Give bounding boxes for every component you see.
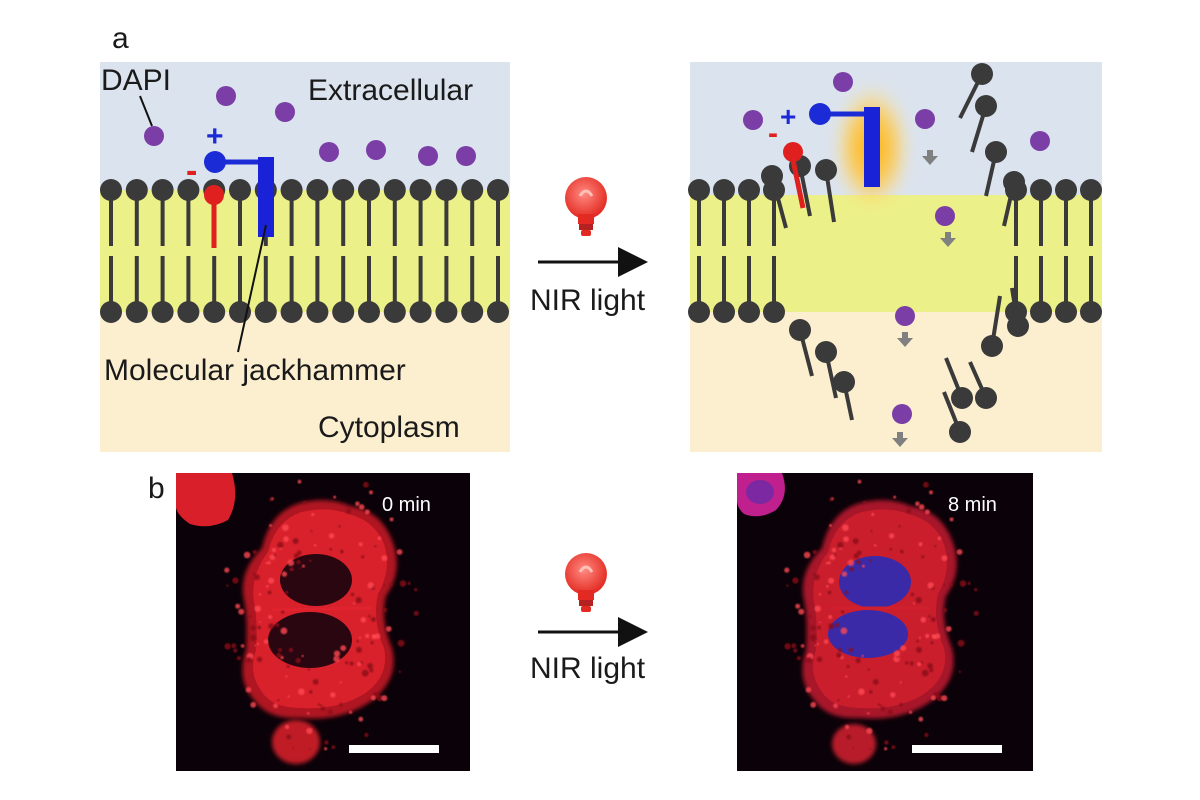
dapi-molecule: [895, 306, 915, 326]
dapi-molecule: [366, 140, 386, 160]
lipid-head: [1055, 179, 1077, 201]
nir-arrow-b: NIR light: [530, 553, 646, 685]
nir-label-b: NIR light: [530, 652, 646, 685]
panel-a-label: a: [112, 22, 129, 55]
lipid-head: [975, 387, 997, 409]
lipid-head: [815, 159, 837, 181]
lipid-head: [203, 301, 225, 323]
extracellular-label: Extracellular: [308, 74, 473, 107]
lipid-head: [358, 179, 380, 201]
lipid-head: [332, 179, 354, 201]
micrograph-before: 0 min: [176, 473, 470, 771]
dapi-molecule: [935, 206, 955, 226]
lipid-head: [255, 301, 277, 323]
dapi-molecule: [743, 110, 763, 130]
dapi-molecule: [1030, 131, 1050, 151]
dapi-molecule: [216, 86, 236, 106]
time-before: 0 min: [382, 494, 431, 516]
lipid-head: [410, 301, 432, 323]
lipid-head: [306, 179, 328, 201]
lipid-head: [126, 179, 148, 201]
dapi-molecule: [892, 404, 912, 424]
lipid-head: [688, 301, 710, 323]
lipid-head: [713, 301, 735, 323]
lipid-head: [761, 165, 783, 187]
jackhammer-label: Molecular jackhammer: [104, 354, 406, 387]
lipid-head: [949, 421, 971, 443]
plus-sign-after: +: [780, 101, 796, 132]
dapi-molecule: [833, 72, 853, 92]
lipid-head: [435, 179, 457, 201]
lipid-head: [384, 179, 406, 201]
lipid-head: [487, 301, 509, 323]
dapi-label: DAPI: [101, 64, 171, 97]
nir-arrow-a: NIR light: [530, 177, 646, 317]
lipid-head: [1080, 301, 1102, 323]
panel-a-after: + -: [688, 62, 1102, 452]
lipid-head: [384, 301, 406, 323]
lipid-head: [789, 319, 811, 341]
lipid-head: [1055, 301, 1077, 323]
minus-sign-after: -: [768, 117, 778, 150]
lipid-head: [951, 387, 973, 409]
lipid-head: [126, 301, 148, 323]
lightbulb-icon: [565, 177, 607, 236]
nir-label-a: NIR light: [530, 284, 646, 317]
plus-sign: +: [206, 120, 224, 153]
positive-charge-head: [204, 151, 226, 173]
lipid-head: [229, 179, 251, 201]
dapi-molecule: [915, 109, 935, 129]
time-after: 8 min: [948, 494, 997, 516]
lipid-head: [1007, 315, 1029, 337]
lipid-head: [833, 371, 855, 393]
lipid-head: [281, 179, 303, 201]
scale-bar: [349, 745, 439, 753]
lipid-head: [100, 301, 122, 323]
lipid-head: [306, 301, 328, 323]
lipid-head: [358, 301, 380, 323]
cytoplasm-label: Cytoplasm: [318, 411, 460, 444]
lipid-head: [1030, 179, 1052, 201]
lipid-head: [281, 301, 303, 323]
molecular-jackhammer-bar-active: [864, 107, 880, 187]
lipid-head: [981, 335, 1003, 357]
dapi-molecule: [275, 102, 295, 122]
lipid-head: [410, 179, 432, 201]
lipid-head: [435, 301, 457, 323]
minus-sign: -: [186, 152, 197, 190]
lipid-head: [738, 179, 760, 201]
lightbulb-icon: [565, 553, 607, 612]
lipid-head: [152, 301, 174, 323]
scale-bar: [912, 745, 1002, 753]
dapi-molecule: [319, 142, 339, 162]
panel-b-label: b: [148, 472, 165, 505]
dapi-molecule: [456, 146, 476, 166]
lipid-head: [461, 179, 483, 201]
lipid-head: [177, 301, 199, 323]
lipid-head: [152, 179, 174, 201]
lipid-head: [713, 179, 735, 201]
lipid-head: [1003, 171, 1025, 193]
lipid-head: [487, 179, 509, 201]
lipid-head: [332, 301, 354, 323]
negative-charge-head: [204, 185, 224, 205]
lipid-head: [738, 301, 760, 323]
panel-a-before: + - DAPI Extracellular Molecular jackham…: [100, 62, 510, 452]
lipid-head: [971, 63, 993, 85]
dapi-molecule: [418, 146, 438, 166]
micrograph-after: 8 min: [737, 473, 1033, 771]
lipid-head: [688, 179, 710, 201]
lipid-head: [815, 341, 837, 363]
lipid-head: [975, 95, 997, 117]
lipid-head: [461, 301, 483, 323]
lipid-head: [985, 141, 1007, 163]
dapi-molecule: [144, 126, 164, 146]
lipid-head: [100, 179, 122, 201]
lipid-head: [763, 301, 785, 323]
lipid-head: [1030, 301, 1052, 323]
lipid-head: [1080, 179, 1102, 201]
